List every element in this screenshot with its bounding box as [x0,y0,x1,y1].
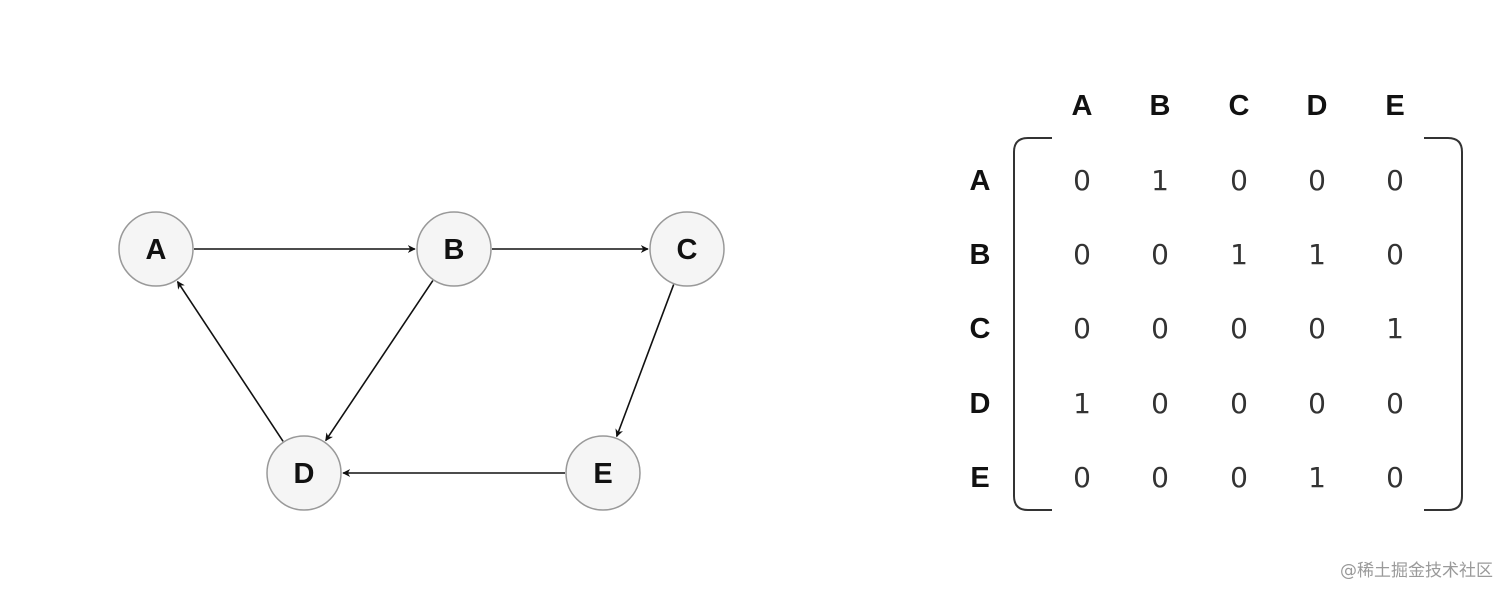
matrix-cell: 0 [1386,164,1404,197]
column-header-e: E [1385,90,1404,122]
edge-c-to-e [615,284,675,438]
graph-edges [176,245,675,477]
matrix-cell: 0 [1308,387,1326,420]
node-label: C [677,234,698,266]
node-label: A [146,234,167,266]
matrix-cell: 0 [1151,312,1169,345]
matrix-cell: 1 [1308,238,1326,271]
edge-d-to-a [176,280,284,442]
matrix-left-bracket [1013,137,1052,511]
matrix-cell: 0 [1386,387,1404,420]
column-header-b: B [1150,90,1171,122]
matrix-cell: 0 [1308,164,1326,197]
matrix-cell: 0 [1386,238,1404,271]
matrix-cell: 1 [1308,461,1326,494]
column-header-d: D [1307,90,1328,122]
matrix-cell: 0 [1230,387,1248,420]
node-label: B [444,234,465,266]
watermark-text: @稀土掘金技术社区 [1340,561,1493,581]
graph-node-c: C [649,211,725,287]
matrix-cell: 0 [1230,164,1248,197]
matrix-cell: 1 [1073,387,1091,420]
matrix-cell: 0 [1073,312,1091,345]
node-label: D [294,458,315,490]
matrix-cell: 0 [1151,387,1169,420]
node-label: E [593,458,612,490]
row-header-a: A [970,165,991,197]
matrix-cell: 0 [1073,238,1091,271]
graph-node-e: E [565,435,641,511]
matrix-cell: 0 [1308,312,1326,345]
row-header-b: B [970,239,991,271]
node-circle [565,435,641,511]
matrix-cells: 0 1 0 0 0 0 0 1 1 0 0 0 0 0 1 1 0 0 0 0 0 0 0 1 0 [1073,164,1404,494]
matrix-row-headers: A B C D E [970,165,991,494]
column-header-c: C [1229,90,1250,122]
node-circle [416,211,492,287]
node-circle [649,211,725,287]
edge-b-to-d [325,280,434,442]
matrix-cell: 0 [1073,164,1091,197]
matrix-cell: 1 [1151,164,1169,197]
matrix-cell: 0 [1230,312,1248,345]
matrix-cell: 0 [1151,461,1169,494]
matrix-cell: 0 [1073,461,1091,494]
node-circle [118,211,194,287]
node-circle [266,435,342,511]
graph-nodes: A B C D E [118,211,725,511]
matrix-cell: 0 [1386,461,1404,494]
row-header-c: C [970,313,991,345]
matrix-right-bracket [1424,137,1463,511]
column-header-a: A [1072,90,1093,122]
matrix-cell: 1 [1230,238,1248,271]
graph-node-b: B [416,211,492,287]
row-header-d: D [970,388,991,420]
graph-node-d: D [266,435,342,511]
matrix-cell: 0 [1151,238,1169,271]
graph-node-a: A [118,211,194,287]
matrix-cell: 0 [1230,461,1248,494]
adjacency-matrix: A B C D E A B C D E 0 1 0 0 0 0 0 1 1 0 0 0 0 0 1 1 0 0 0 0 0 0 0 1 0 [970,90,1463,511]
matrix-column-headers: A B C D E [1072,90,1405,122]
row-header-e: E [970,462,989,494]
matrix-cell: 1 [1386,312,1404,345]
